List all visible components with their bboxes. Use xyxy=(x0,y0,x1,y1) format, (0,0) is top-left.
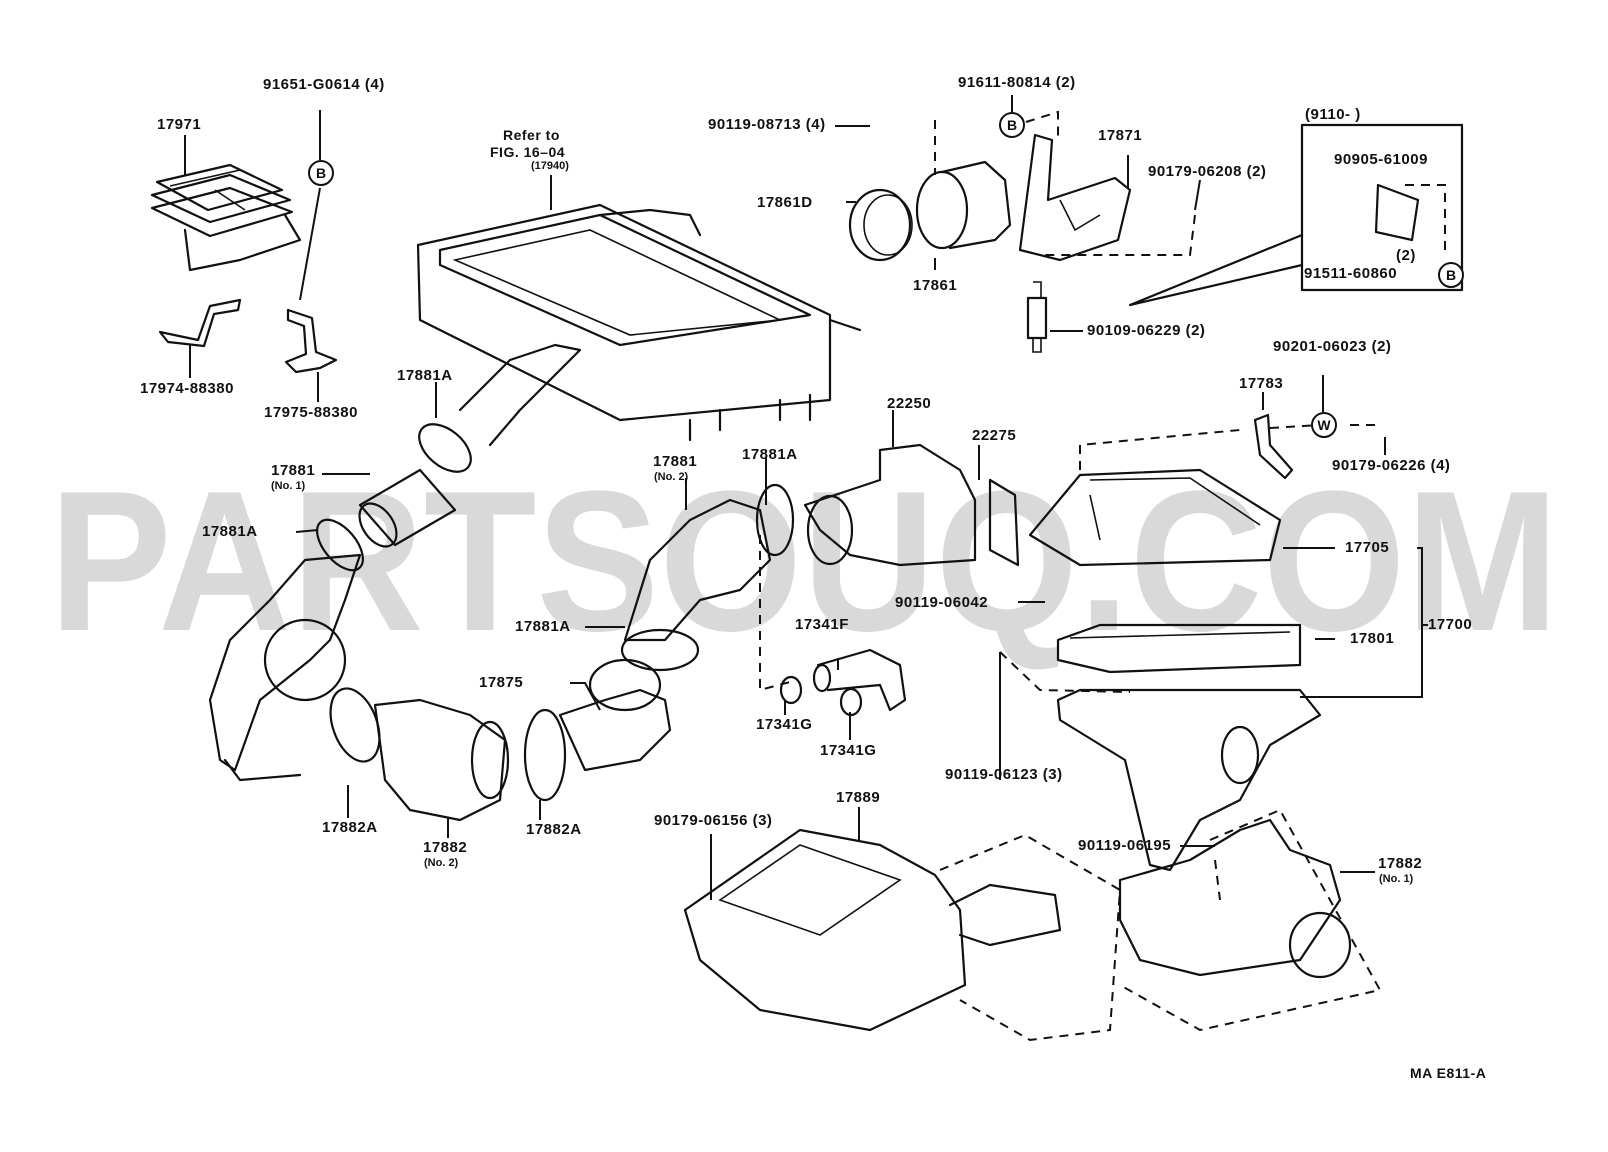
label-17341G-1[interactable]: 17341G xyxy=(756,716,813,733)
label-90119-06195[interactable]: 90119-06195 xyxy=(1078,837,1172,854)
label-17971[interactable]: 17971 xyxy=(157,116,202,133)
part-17871-bracket[interactable] xyxy=(1018,133,1132,262)
label-90201-06023[interactable]: 90201-06023 (2) xyxy=(1273,338,1392,355)
label-90905-61009[interactable]: 90905-61009 xyxy=(1334,151,1428,168)
label-91511-60860[interactable]: 91511-60860 xyxy=(1304,265,1398,282)
inset-box-title: (9110- ) xyxy=(1305,106,1361,123)
label-90179-06156[interactable]: 90179-06156 (3) xyxy=(654,812,773,829)
part-17975-bracket[interactable] xyxy=(284,308,338,374)
label-22275[interactable]: 22275 xyxy=(972,427,1017,444)
part-turbo-intake[interactable] xyxy=(208,553,362,782)
label-17875[interactable]: 17875 xyxy=(479,674,524,691)
label-90119-06042[interactable]: 90119-06042 xyxy=(895,594,989,611)
figure-code: MA E811-A xyxy=(1410,1065,1487,1081)
label-17975-88380[interactable]: 17975-88380 xyxy=(264,404,358,421)
label-17881-no2[interactable]: 17881 xyxy=(653,453,698,470)
label-17881A-3[interactable]: 17881A xyxy=(742,446,798,463)
leader-lines xyxy=(184,95,1428,901)
label-17882-no2[interactable]: 17882 xyxy=(423,839,468,856)
label-17882A-2[interactable]: 17882A xyxy=(526,821,582,838)
marker-b-2: B xyxy=(999,112,1025,138)
label-17881-no1-sub: (No. 1) xyxy=(271,480,306,492)
label-17801[interactable]: 17801 xyxy=(1350,630,1395,647)
part-17801-element[interactable] xyxy=(1056,623,1302,674)
label-17881-no2-sub: (No. 2) xyxy=(654,471,689,483)
part-17705-cap[interactable] xyxy=(1028,429,1282,567)
part-17882-no1-duct[interactable] xyxy=(1118,808,1382,1032)
part-17341F-hose[interactable] xyxy=(812,648,907,712)
label-17881A-1[interactable]: 17881A xyxy=(397,367,453,384)
marker-b-3: B xyxy=(1438,262,1464,288)
reference-note-line3: (17940) xyxy=(531,160,569,172)
part-17882A-clamp-2[interactable] xyxy=(523,708,567,802)
label-17882-no1-sub: (No. 1) xyxy=(1379,873,1414,885)
inset-box xyxy=(1128,123,1464,307)
label-17341F[interactable]: 17341F xyxy=(795,616,849,633)
label-17881-no1[interactable]: 17881 xyxy=(271,462,316,479)
reference-note-line1: Refer to xyxy=(503,127,560,143)
label-17882-no1[interactable]: 17882 xyxy=(1378,855,1423,872)
marker-w: W xyxy=(1311,412,1337,438)
part-17881-no1-hose[interactable] xyxy=(352,468,457,553)
part-17971-boot[interactable] xyxy=(150,163,302,272)
label-91611-80814[interactable]: 91611-80814 (2) xyxy=(958,74,1076,91)
label-90905-qty: (2) xyxy=(1396,247,1416,264)
part-17881A-clamp-3[interactable] xyxy=(620,628,700,672)
label-17881A-4[interactable]: 17881A xyxy=(515,618,571,635)
part-17881-no2-hose[interactable] xyxy=(623,483,795,642)
marker-b-1: B xyxy=(308,160,334,186)
part-17881A-clamp-2[interactable] xyxy=(308,512,371,579)
label-91651-G0614[interactable]: 91651-G0614 (4) xyxy=(263,76,385,93)
label-17882A-1[interactable]: 17882A xyxy=(322,819,378,836)
part-17882-no2-hose[interactable] xyxy=(321,682,510,822)
label-17974-88380[interactable]: 17974-88380 xyxy=(140,380,234,397)
part-22250-airflow-meter[interactable] xyxy=(803,443,977,567)
label-90119-06123[interactable]: 90119-06123 (3) xyxy=(945,766,1063,783)
part-17861-adapter[interactable] xyxy=(915,160,1012,250)
label-17881A-2[interactable]: 17881A xyxy=(202,523,258,540)
label-90179-06208[interactable]: 90179-06208 (2) xyxy=(1148,163,1267,180)
label-17861D[interactable]: 17861D xyxy=(757,194,813,211)
part-17974-bracket[interactable] xyxy=(158,298,242,348)
label-90119-08713[interactable]: 90119-08713 (4) xyxy=(708,116,826,133)
label-17882-no2-sub: (No. 2) xyxy=(424,857,459,869)
label-90109-06229[interactable]: 90109-06229 (2) xyxy=(1087,322,1206,339)
part-17861D-clamp[interactable] xyxy=(848,188,913,262)
part-17700-case[interactable] xyxy=(1056,688,1322,872)
label-17783[interactable]: 17783 xyxy=(1239,375,1284,392)
label-22250[interactable]: 22250 xyxy=(887,395,932,412)
label-17871[interactable]: 17871 xyxy=(1098,127,1143,144)
part-17341G-clamps[interactable] xyxy=(779,675,863,717)
label-90179-06226[interactable]: 90179-06226 (4) xyxy=(1332,457,1451,474)
part-22275-gasket[interactable] xyxy=(988,478,1020,567)
part-17783-bracket[interactable] xyxy=(1253,413,1380,480)
part-17881A-clamp-1[interactable] xyxy=(410,415,479,481)
label-17341G-2[interactable]: 17341G xyxy=(820,742,877,759)
label-17700[interactable]: 17700 xyxy=(1428,616,1473,633)
part-17889-resonator[interactable] xyxy=(683,828,1122,1042)
part-90109-stud[interactable] xyxy=(1026,281,1048,353)
label-17705[interactable]: 17705 xyxy=(1345,539,1390,556)
label-17889[interactable]: 17889 xyxy=(836,789,881,806)
part-17875-elbow[interactable] xyxy=(558,658,672,772)
part-17940-intercooler[interactable] xyxy=(416,203,862,447)
reference-note-line2[interactable]: FIG. 16–04 xyxy=(490,144,566,160)
label-17861[interactable]: 17861 xyxy=(913,277,958,294)
